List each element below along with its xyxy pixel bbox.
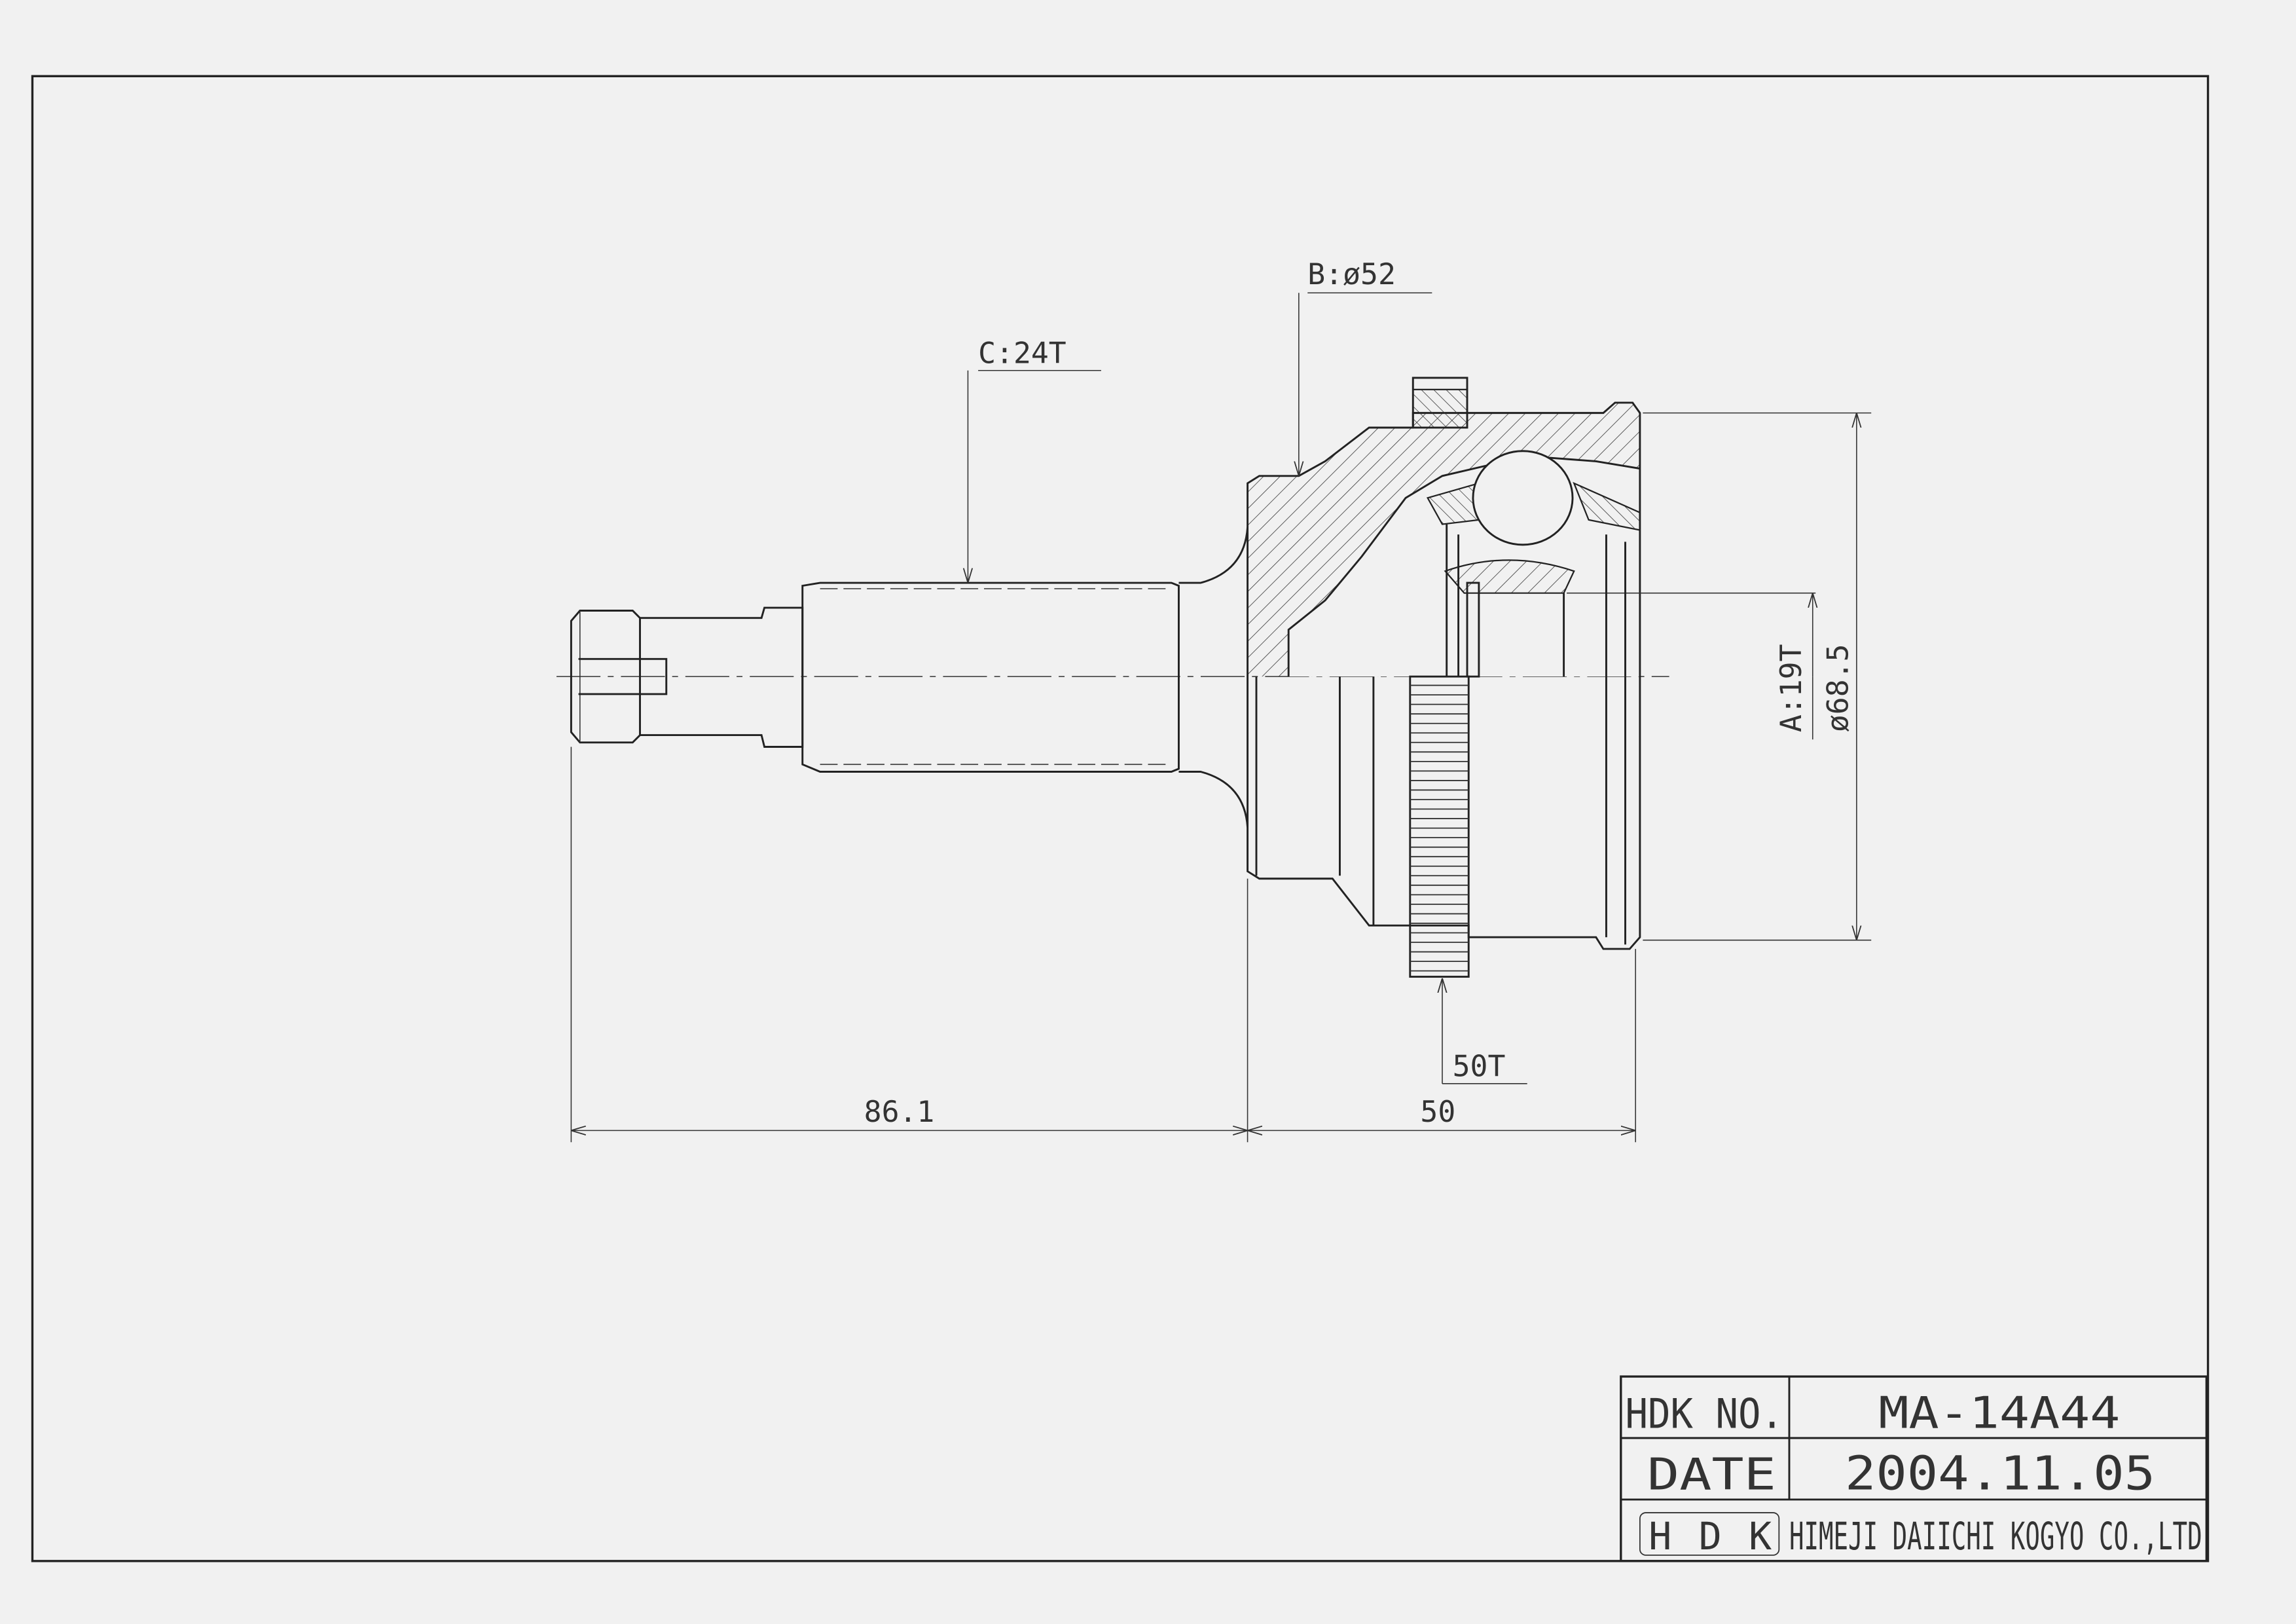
date-value: 2004.11.05 [1845,1446,2155,1500]
shaft-length-dim: 86.1 [864,1094,935,1129]
spline-c-label: C:24T [978,336,1066,371]
dimensions [570,292,1872,1143]
body-length-dim: 50 [1420,1094,1455,1129]
title-block [1620,1375,2208,1562]
date-label: DATE [1647,1449,1776,1500]
hdk-no-value: MA-14A44 [1878,1387,2120,1438]
diameter-b-label: B:ø52 [1307,257,1396,291]
outer-housing [1247,377,1816,950]
abs-ring [1409,675,1470,978]
hdk-logo [1639,1512,1780,1556]
spline-a-label: A:19T [1774,644,1808,732]
company-name: HIMEJI DAIICHI KOGYO CO.,LTD [1789,1514,2202,1559]
outer-diameter-label: ø68.5 [1820,644,1855,732]
hdk-no-label: HDK NO. [1626,1390,1784,1437]
hdk-logo-text: HDK [1649,1514,1772,1559]
stub-shaft [570,526,1249,828]
drawing-border [31,75,2210,1562]
abs-teeth-label: 50T [1453,1049,1506,1084]
